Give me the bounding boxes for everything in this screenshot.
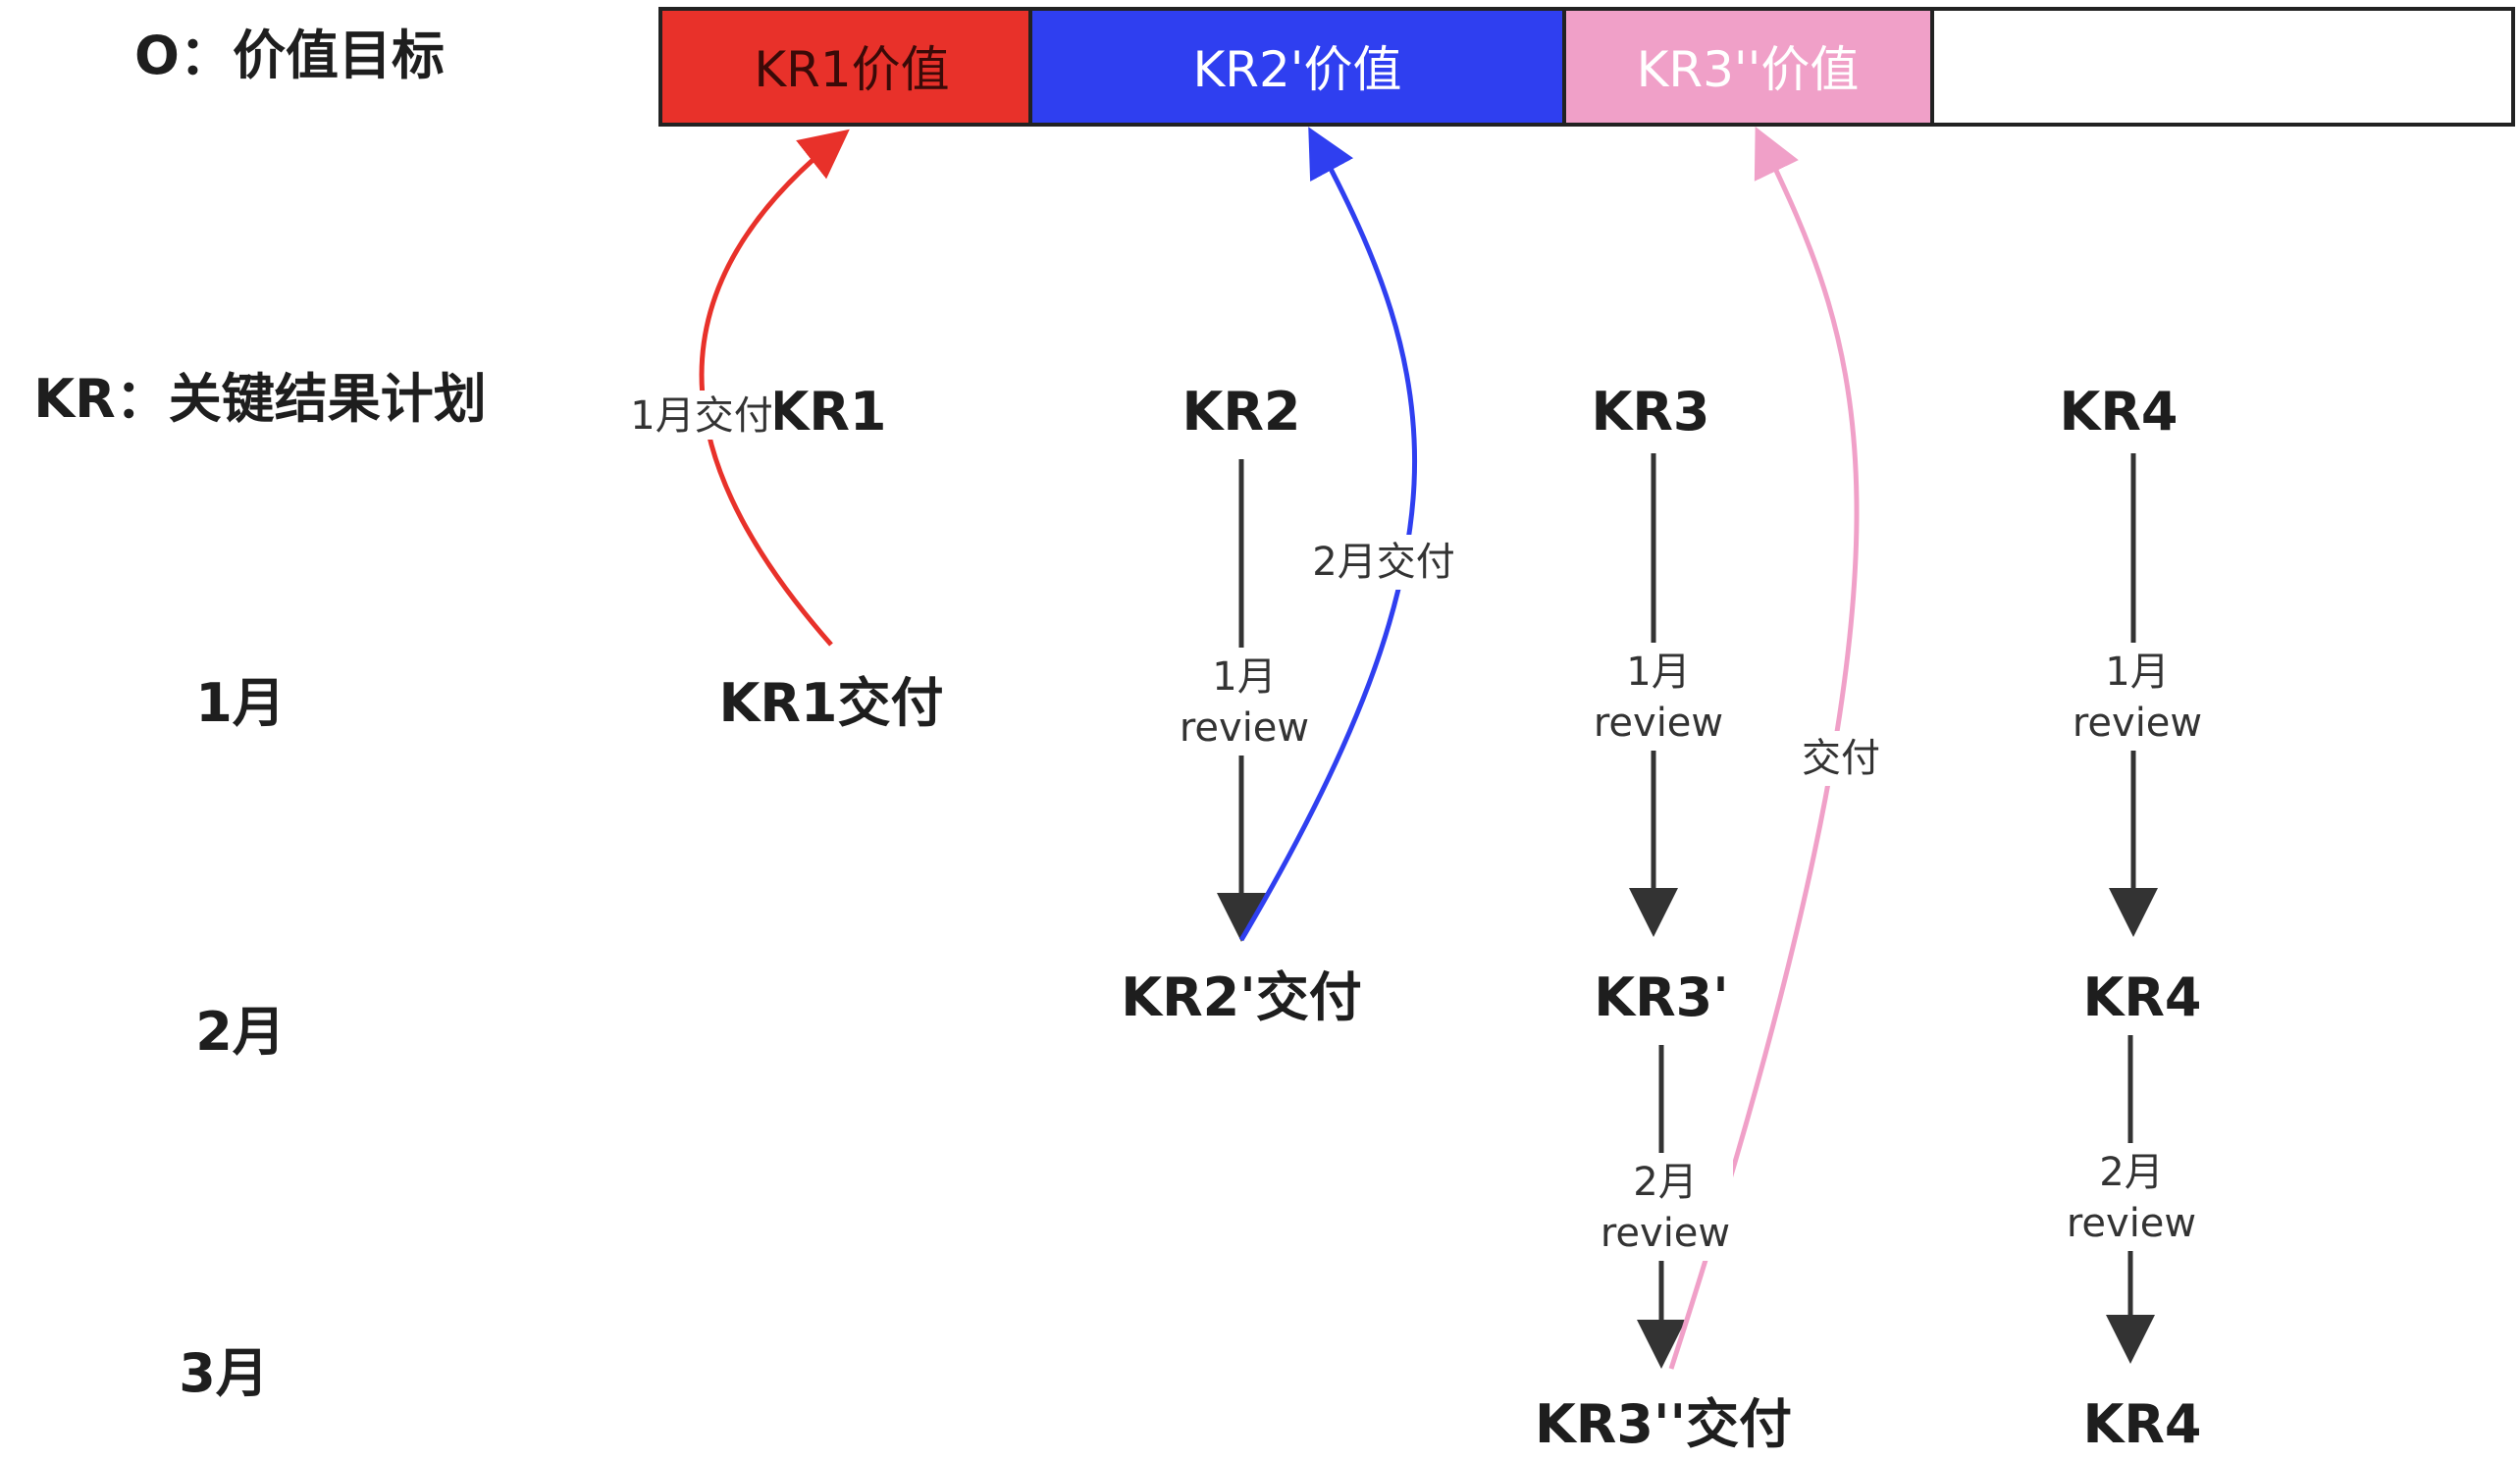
edge-label-kr2-jan-review-word: review [1180, 705, 1309, 751]
node-kr1-delivery: KR1交付 [719, 672, 944, 734]
row-label-objective: O：价值目标 [134, 25, 445, 86]
node-kr2: KR2 [1182, 381, 1301, 443]
node-kr3-prime: KR3' [1594, 966, 1729, 1028]
value-segment-kr2-label: KR2'价值 [1192, 41, 1401, 98]
edge-label-kr4-jan-review-month: 1月 [2105, 650, 2169, 695]
node-kr2-delivery: KR2'交付 [1121, 966, 1362, 1028]
value-segment-kr1-label: KR1价值 [754, 41, 949, 98]
edge-label-kr3-jan-review-word: review [1594, 701, 1723, 746]
node-kr4-feb: KR4 [2083, 966, 2202, 1028]
row-label-key-results: KR：关键结果计划 [33, 368, 486, 430]
value-segment-empty [1930, 7, 2515, 127]
edge-label-kr3-feb-review-word: review [1601, 1211, 1730, 1256]
arrow-kr3-delivery [1668, 126, 1860, 1370]
row-label-march: 3月 [179, 1342, 269, 1404]
value-segment-kr2 [1028, 7, 1566, 127]
value-segment-kr3-label: KR3''价值 [1637, 41, 1860, 98]
node-kr1: KR1 [768, 381, 887, 443]
value-segment-kr3 [1562, 7, 1934, 127]
value-segment-kr1 [658, 7, 1032, 127]
edge-label-kr1-jan-delivery: 1月交付 [630, 393, 772, 439]
edge-label-kr3-jan-review-month: 1月 [1626, 650, 1690, 695]
edge-label-kr4-feb-review-word: review [2067, 1201, 2196, 1246]
node-kr4: KR4 [2060, 381, 2179, 443]
arrow-kr2-delivery [1238, 127, 1417, 942]
edge-label-kr3-feb-review-month: 2月 [1633, 1160, 1697, 1205]
row-label-february: 2月 [195, 1001, 286, 1063]
node-kr4-mar: KR4 [2083, 1393, 2202, 1455]
edge-label-kr2-jan-review-month: 1月 [1212, 654, 1276, 700]
edge-label-kr3-delivery: 交付 [1802, 736, 1880, 781]
node-kr3: KR3 [1592, 381, 1710, 443]
node-kr3-delivery: KR3''交付 [1535, 1393, 1792, 1455]
value-bar: KR1价值 KR2'价值 KR3''价值 [658, 7, 2515, 127]
edge-label-kr2-feb-delivery: 2月交付 [1312, 540, 1454, 585]
edge-label-kr4-feb-review-month: 2月 [2099, 1150, 2163, 1195]
row-label-january: 1月 [195, 672, 286, 734]
edge-label-kr4-jan-review-word: review [2073, 701, 2202, 746]
